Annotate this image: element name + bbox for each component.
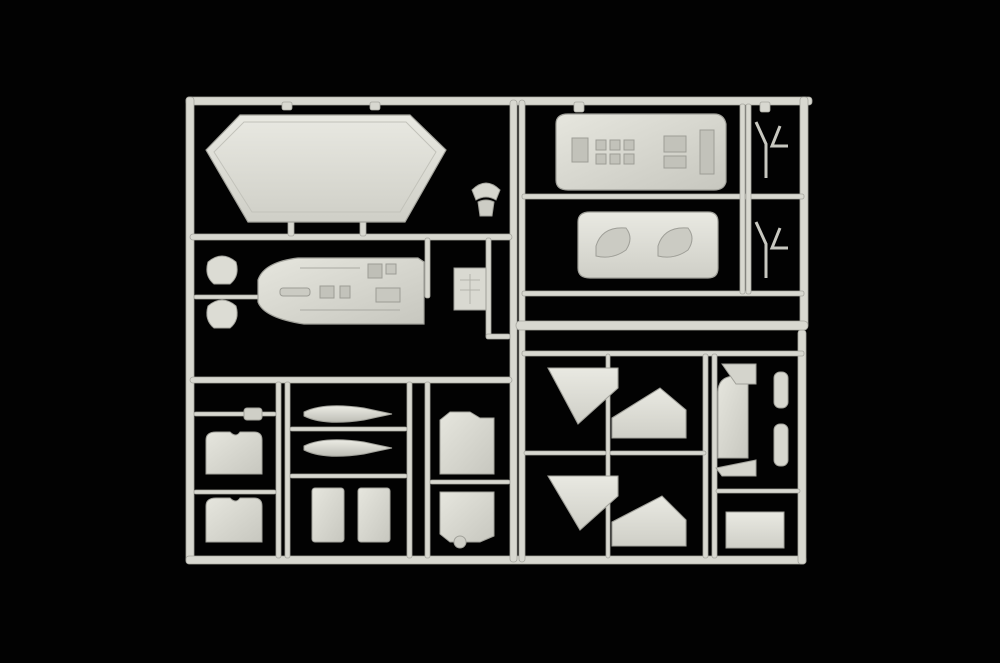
part-round-discs xyxy=(206,255,238,329)
part-panel-grid xyxy=(453,267,487,311)
part-wedge-panels xyxy=(547,367,687,547)
part-tanks xyxy=(303,405,393,457)
part-small-panel xyxy=(725,511,785,549)
part-hull-plate xyxy=(205,114,447,223)
part-blocks xyxy=(311,487,391,543)
part-seat-pieces xyxy=(205,407,263,543)
part-door-frame xyxy=(715,363,789,477)
part-engine-pieces xyxy=(439,411,495,549)
part-cabin-roof xyxy=(577,211,719,279)
part-hull-floor xyxy=(257,257,425,325)
sprue-frame xyxy=(185,96,813,565)
part-cabin-interior xyxy=(555,113,727,191)
part-small-frames-upper xyxy=(754,121,788,278)
part-small-bracket xyxy=(471,182,501,217)
